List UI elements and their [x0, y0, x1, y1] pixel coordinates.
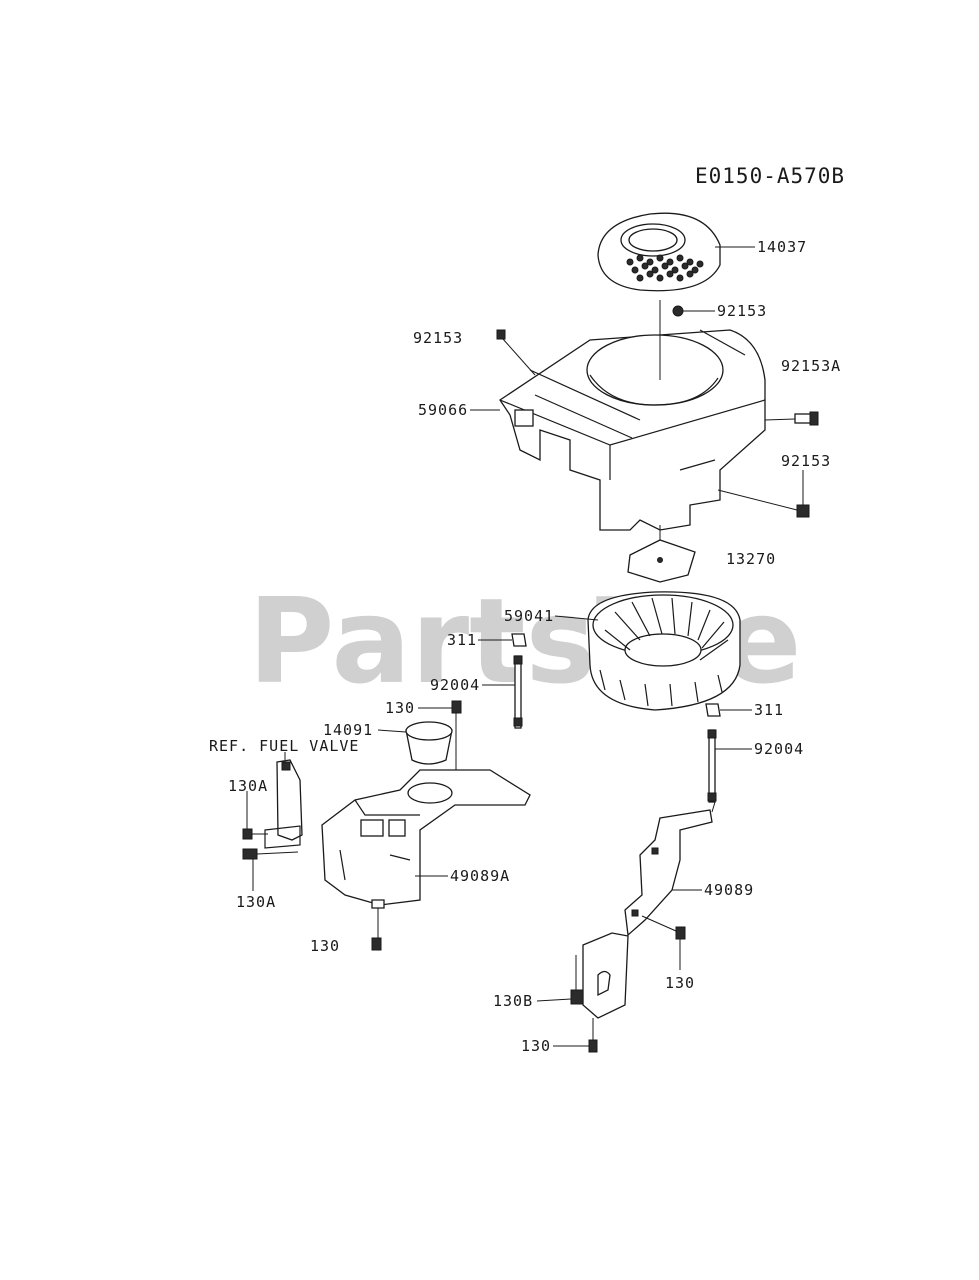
label-59041: 59041 [504, 607, 554, 625]
label-14037: 14037 [757, 238, 807, 256]
label-130-top: 130 [385, 699, 415, 717]
part-130-right-bolt [675, 926, 686, 940]
part-130-top-bolt [451, 700, 462, 714]
label-311-left: 311 [447, 631, 477, 649]
part-59066-blower-housing [499, 329, 766, 531]
label-311-right: 311 [754, 701, 784, 719]
part-14037-cover [597, 212, 721, 292]
part-14091-collar [405, 721, 453, 765]
label-130-bottom: 130 [521, 1037, 551, 1055]
label-130a-bottom: 130A [236, 893, 276, 911]
label-13270: 13270 [726, 550, 776, 568]
part-92153a-stud [794, 411, 819, 426]
part-49089a-baffle [321, 769, 531, 951]
part-130a-bottom-bolt [242, 848, 258, 860]
label-130b: 130B [493, 992, 533, 1010]
label-92153-left: 92153 [413, 329, 463, 347]
label-49089: 49089 [704, 881, 754, 899]
part-49089-baffle [570, 809, 713, 1053]
part-130a-top-bolt [242, 828, 253, 840]
label-92153a: 92153A [781, 357, 841, 375]
ref-fuel-valve-note: REF. FUEL VALVE [209, 737, 359, 755]
part-fuel-valve-bracket [264, 759, 303, 849]
label-92153-top: 92153 [717, 302, 767, 320]
label-92004-left: 92004 [430, 676, 480, 694]
part-59041-fan [587, 591, 741, 711]
part-311-right-clip [705, 703, 721, 717]
label-49089a: 49089A [450, 867, 510, 885]
part-13270-plate [627, 539, 696, 583]
label-92153-right: 92153 [781, 452, 831, 470]
part-92153-right-screw [796, 504, 810, 518]
label-59066: 59066 [418, 401, 468, 419]
part-92153-left-screw [496, 329, 506, 340]
part-311-left-clip [511, 633, 527, 647]
label-130a-top: 130A [228, 777, 268, 795]
label-14091: 14091 [323, 721, 373, 739]
part-92004-left-pin [513, 655, 523, 729]
label-92004-right: 92004 [754, 740, 804, 758]
label-130-right: 130 [665, 974, 695, 992]
diagram-code: E0150-A570B [695, 164, 845, 188]
label-130-left: 130 [310, 937, 340, 955]
part-92153-top-screw [672, 305, 684, 317]
part-92004-right-pin [707, 729, 717, 803]
